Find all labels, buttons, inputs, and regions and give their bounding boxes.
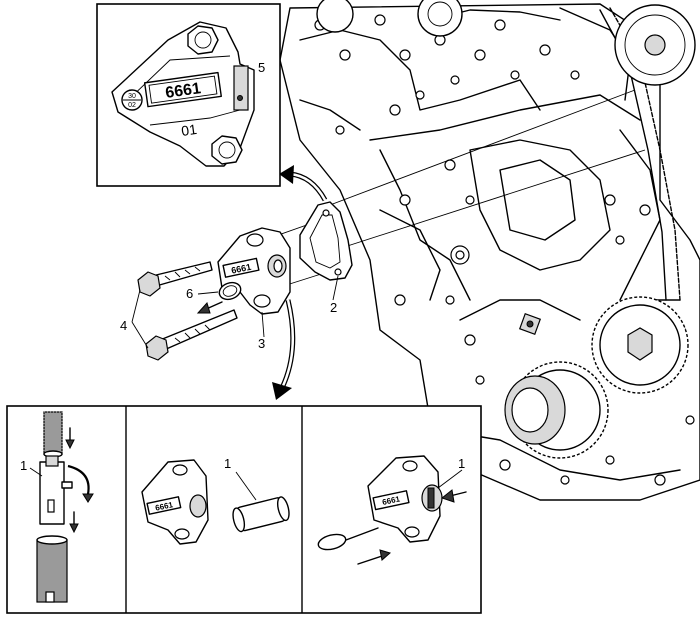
step-1-callout: 1 — [20, 458, 27, 473]
detail-pointer-arrow-down — [272, 299, 296, 400]
callout-3: 3 — [258, 336, 265, 351]
engine-front-cover — [279, 3, 700, 501]
step-3-remove-pin: 6661 — [317, 455, 467, 565]
camshaft-sprocket — [614, 4, 696, 86]
detail-pointer-arrow-up — [279, 165, 328, 202]
callout-5: 5 — [258, 60, 265, 75]
removal-arrow — [196, 301, 223, 314]
tensioner-seal-ring — [218, 281, 242, 301]
step-2-callout: 1 — [224, 456, 231, 471]
date-code-top: 30 — [128, 93, 136, 100]
callout-6: 6 — [186, 286, 193, 301]
callout-4: 4 — [120, 318, 127, 333]
crankshaft-sprocket — [504, 361, 609, 459]
date-code-bottom: 02 — [128, 102, 136, 109]
tensioner-gasket — [299, 201, 353, 281]
detail-view-box: 6661 30 02 01 — [96, 3, 281, 187]
timing-chain-tensioner: 6661 — [217, 227, 291, 315]
oil-pump-sprocket — [591, 296, 689, 394]
step-3-callout: 1 — [458, 456, 465, 471]
tensioner-part-number: 6661 — [230, 262, 252, 276]
step-1-release-plunger — [29, 411, 94, 603]
callout-2: 2 — [330, 300, 337, 315]
top-sprockets — [316, 0, 463, 37]
chain-guide-bolt — [518, 312, 542, 336]
step-2-part-number: 6661 — [154, 500, 174, 513]
tensioner-bolt-lower — [145, 309, 238, 361]
detail-code-01: 01 — [180, 121, 198, 139]
step-3-part-number: 6661 — [381, 494, 401, 507]
step-2-install-plunger: 6661 — [141, 459, 290, 545]
detail-part-number: 6661 — [164, 80, 202, 102]
tensioner-bolt-upper — [137, 261, 213, 297]
